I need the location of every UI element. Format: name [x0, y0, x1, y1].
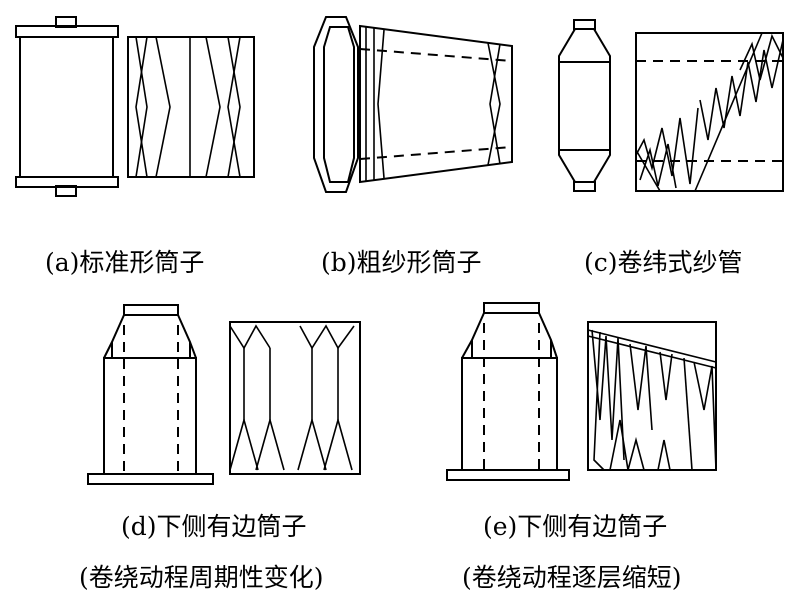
caption-e-note: (卷绕动程逐层缩短)	[462, 563, 682, 592]
caption-b: (b)粗纱形筒子	[321, 248, 482, 277]
caption-a: (a)标准形筒子	[45, 248, 205, 277]
diagram-b-roving-bobbin	[313, 16, 513, 193]
diagram-b-winding-pattern	[359, 24, 513, 184]
diagram-c-winding-pattern	[635, 32, 784, 192]
diagram-e-side-view	[446, 302, 570, 481]
diagram-d-flanged-bobbin	[87, 304, 361, 485]
caption-e-title: (e)下侧有边筒子	[483, 512, 668, 541]
diagram-c-side-view	[558, 19, 611, 192]
caption-d-note: (卷绕动程周期性变化)	[79, 563, 324, 592]
caption-d-title: (d)下侧有边筒子	[121, 512, 307, 541]
diagram-e-flanged-bobbin	[446, 302, 717, 481]
diagram-c-weft-tube	[558, 19, 784, 192]
caption-c: (c)卷纬式纱管	[584, 248, 743, 277]
diagram-a-side-view	[15, 16, 119, 197]
diagram-e-winding-pattern	[587, 321, 717, 471]
diagram-d-side-view	[87, 304, 214, 485]
diagram-a-standard-bobbin	[15, 16, 255, 197]
diagram-d-winding-pattern	[229, 321, 361, 475]
diagram-a-winding-pattern	[127, 36, 255, 178]
diagram-b-flange	[313, 16, 359, 193]
